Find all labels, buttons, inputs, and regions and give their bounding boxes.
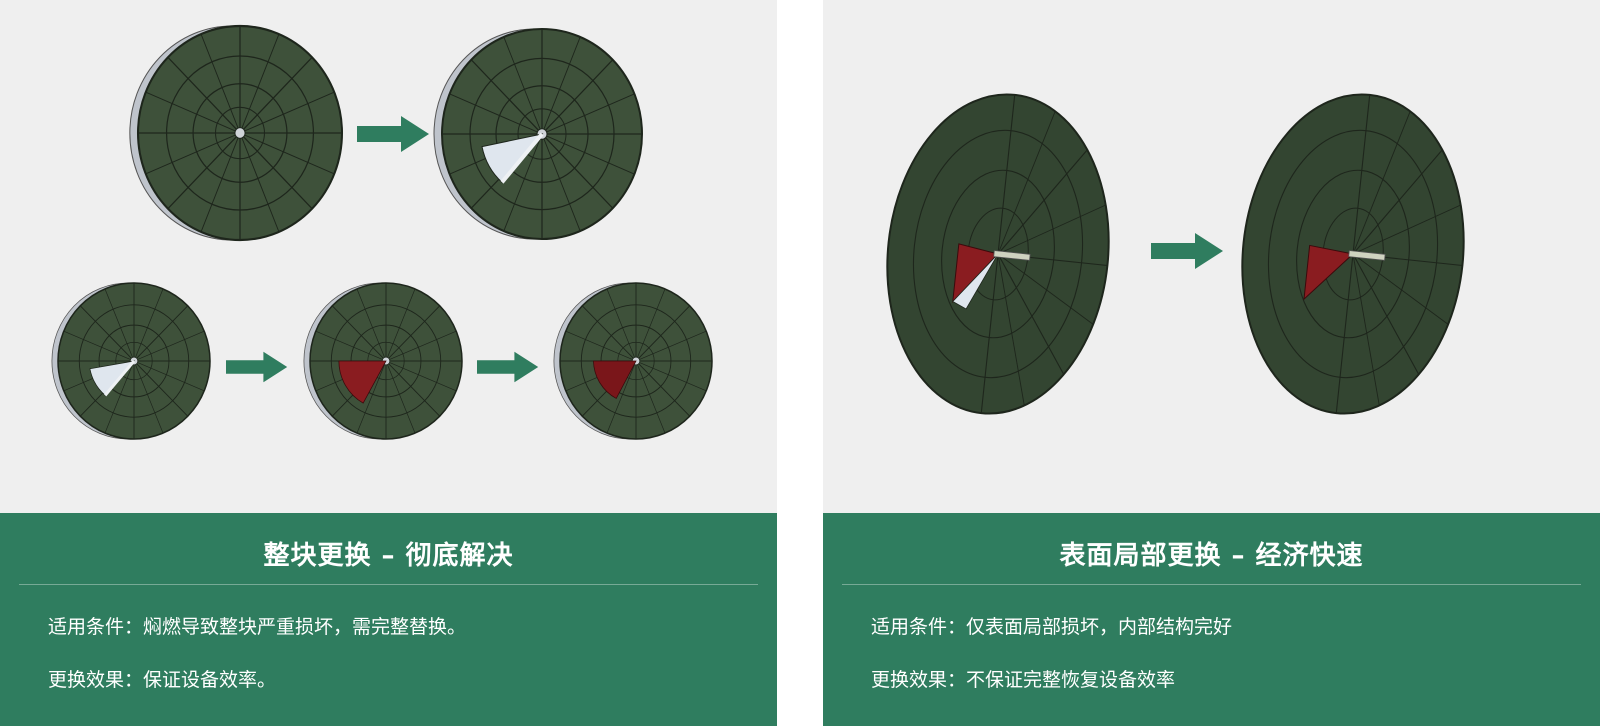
full-replacement-caption: 整块更换 – 彻底解决 适用条件：焖燃导致整块严重损坏，需完整替换。 更换效果：… xyxy=(0,513,777,726)
wheel-block-installed xyxy=(553,282,713,440)
arrow-icon xyxy=(226,351,288,383)
panel-title: 整块更换 – 彻底解决 xyxy=(263,541,514,571)
half-wheel-segment-removed xyxy=(870,82,1126,426)
condition-text: 适用条件：仅表面局部损坏，内部结构完好 xyxy=(871,616,1233,638)
effect-text: 更换效果：不保证完整恢复设备效率 xyxy=(871,669,1176,691)
arrow-icon xyxy=(357,116,429,152)
wheel-segment-removed xyxy=(433,27,644,241)
arrow-icon xyxy=(1151,233,1223,269)
condition-text: 适用条件：焖燃导致整块严重损坏，需完整替换。 xyxy=(48,616,467,638)
panel-title: 表面局部更换 – 经济快速 xyxy=(1059,541,1364,571)
full-replacement-illustration xyxy=(0,0,777,513)
full-replacement-panel: 整块更换 – 彻底解决 适用条件：焖燃导致整块严重损坏，需完整替换。 更换效果：… xyxy=(0,0,777,726)
surface-replacement-caption: 表面局部更换 – 经济快速 适用条件：仅表面局部损坏，内部结构完好 更换效果：不… xyxy=(823,513,1600,726)
wheel-new-block-inserted xyxy=(303,282,463,440)
wheel-segment-removed-small xyxy=(51,282,211,440)
divider xyxy=(19,584,758,585)
half-wheel-surface-replaced xyxy=(1225,82,1481,426)
wheel-intact xyxy=(129,24,344,242)
arrow-icon xyxy=(477,351,539,383)
surface-replacement-panel: 表面局部更换 – 经济快速 适用条件：仅表面局部损坏，内部结构完好 更换效果：不… xyxy=(823,0,1600,726)
divider xyxy=(842,584,1581,585)
surface-replacement-illustration xyxy=(823,0,1600,513)
effect-text: 更换效果：保证设备效率。 xyxy=(48,669,277,691)
